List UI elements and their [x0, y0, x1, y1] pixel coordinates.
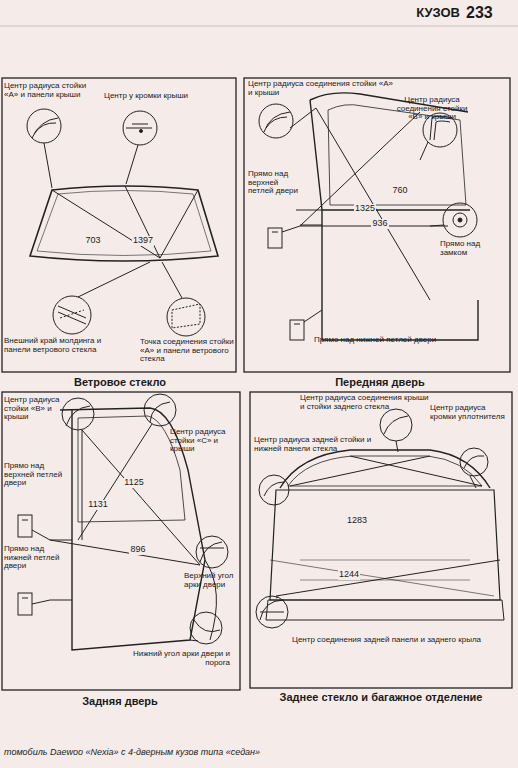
- dimension: 1325: [354, 204, 376, 214]
- page-number: 233: [466, 4, 511, 21]
- callout-text: Центр у кромки крыши: [104, 92, 224, 101]
- callout-text: Прямо над нижней петлей двери: [4, 545, 62, 571]
- callout-text: Прямо над замком: [440, 240, 508, 257]
- callout-text: Центр радиуса соединения стойки «B» и кр…: [392, 96, 472, 122]
- dimension: 1131: [87, 500, 108, 510]
- callout-text: Прямо над нижней петлей двери: [314, 336, 444, 345]
- dimension: 703: [84, 236, 101, 246]
- footer-note: томобиль Daewoo «Nexia» с 4-дверным кузо…: [4, 748, 324, 758]
- panel-caption: Ветровое стекло: [20, 377, 220, 389]
- callout-text: Центр радиуса задней стойки и нижней пан…: [254, 436, 384, 453]
- dimension: 1125: [123, 478, 144, 488]
- dimension: 896: [129, 545, 146, 555]
- callout-text: Верхний угол арки двери: [184, 572, 238, 589]
- callout-text: Центр радиуса кромки уплотнителя: [430, 404, 510, 421]
- callout-text: Внешний край молдинга и панели ветрового…: [4, 337, 124, 354]
- dimension: 1283: [346, 516, 368, 526]
- callout-text: Центр радиуса стойки «B» и крыши: [4, 396, 62, 422]
- callout-text: Прямо над верхней петлей двери: [248, 170, 303, 196]
- dimension: 1397: [132, 236, 154, 246]
- callout-text: Центр радиуса соединения стойки «А» и кр…: [248, 80, 398, 97]
- callout-text: Точка соединения стойки «А» и панели вет…: [140, 338, 234, 364]
- page-header: КУЗОВ: [405, 6, 460, 20]
- panel-caption: Задняя дверь: [20, 696, 220, 708]
- panel-caption: Заднее стекло и багажное отделение: [252, 692, 510, 704]
- callout-text: Центр радиуса стойки «C» и крыши: [170, 428, 238, 454]
- callout-text: Центр радиуса соединения крыши и стойки …: [300, 394, 430, 411]
- panel-caption: Передняя дверь: [260, 377, 500, 389]
- dimension: 760: [391, 186, 408, 196]
- dimension: 1244: [338, 570, 360, 580]
- callout-text: Прямо над верхней петлей двери: [4, 462, 64, 488]
- callout-text: Центр радиуса стойки «А» и панели крыши: [4, 82, 98, 99]
- callout-text: Центр соединения задней панели и заднего…: [292, 636, 492, 645]
- callout-text: Нижний угол арки двери и порога: [120, 650, 230, 667]
- dimension: 936: [371, 219, 388, 229]
